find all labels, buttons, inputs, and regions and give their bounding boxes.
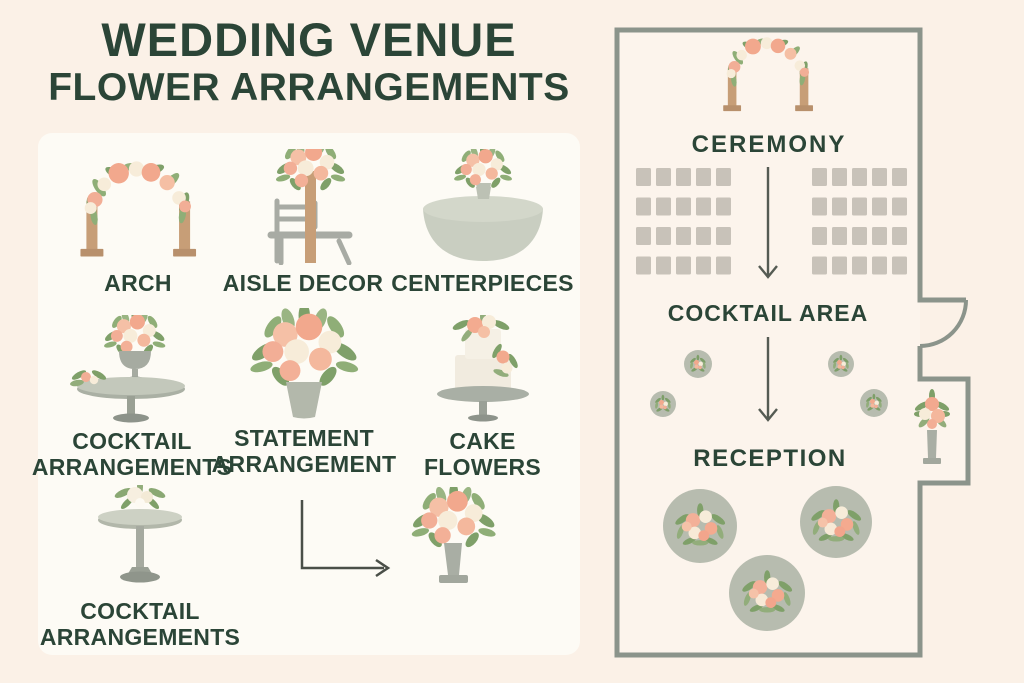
ceremony-seat xyxy=(716,197,731,216)
ceremony-seat xyxy=(832,227,847,245)
ceremony-seat xyxy=(852,197,867,216)
reception-table xyxy=(663,489,737,563)
legend-item-label: COCKTAIL ARRANGEMENTS xyxy=(39,598,241,650)
flow-arrow-ceremony-to-cocktail-icon xyxy=(758,167,778,279)
ceremony-seat xyxy=(872,256,887,275)
legend-item-label: CENTERPIECES xyxy=(391,270,574,296)
ceremony-seat xyxy=(636,197,651,216)
statement-vase-icon xyxy=(249,308,360,419)
arrangement-panel: ARCH AISLE DECOR CENTERPIECES xyxy=(32,133,580,655)
alcove-floor xyxy=(920,381,966,481)
ceremony-seat xyxy=(696,227,711,245)
ceremony-seat xyxy=(676,227,691,245)
ceremony-seat xyxy=(852,168,867,186)
legend-item-label: STATEMENT ARRANGEMENT xyxy=(211,425,397,477)
page-title-line2: FLOWER ARRANGEMENTS xyxy=(48,65,570,109)
ceremony-seat xyxy=(716,256,731,275)
wedding-arch-icon xyxy=(80,161,197,257)
legend-item-cake-flowers: CAKE FLOWERS xyxy=(390,315,575,481)
venue-wall xyxy=(614,27,971,658)
legend-flow-arrow-icon xyxy=(300,500,391,578)
legend-item-label: AISLE DECOR xyxy=(222,270,384,296)
cake-top-flowers xyxy=(452,315,509,342)
venue-floor-plan: CEREMONY COCKTAIL AREA RECEPTION xyxy=(614,27,971,658)
ceremony-seat xyxy=(812,197,827,216)
ceremony-seat xyxy=(852,227,867,245)
ceremony-seat xyxy=(832,168,847,186)
ceremony-seat xyxy=(676,256,691,275)
ceremony-seat-block-left xyxy=(636,168,731,275)
legend-item-label: COCKTAIL ARRANGEMENTS xyxy=(31,428,233,480)
reception-tables xyxy=(663,486,872,631)
reception-table xyxy=(800,486,872,558)
page-title: WEDDING VENUE FLOWER ARRANGEMENTS xyxy=(0,13,618,109)
ceremony-seat xyxy=(656,168,671,186)
ceremony-seat xyxy=(872,197,887,216)
ceremony-seat xyxy=(656,227,671,245)
ceremony-seat xyxy=(636,256,651,275)
ceremony-seat xyxy=(892,227,907,245)
ceremony-seat xyxy=(636,227,651,245)
ceremony-seat xyxy=(812,256,827,275)
reception-table xyxy=(729,555,805,631)
ceremony-seat xyxy=(696,197,711,216)
page-title-line1: WEDDING VENUE xyxy=(101,13,517,66)
cake-side-flowers xyxy=(491,343,518,377)
ceremony-seat xyxy=(676,197,691,216)
legend-item-aisle-decor: AISLE DECOR xyxy=(222,149,384,297)
legend-item-cocktail-arrangements: COCKTAIL ARRANGEMENTS xyxy=(32,315,232,481)
table-edge-spray xyxy=(69,370,106,387)
ceremony-seat xyxy=(636,168,651,186)
ceremony-seat xyxy=(852,256,867,275)
cocktail-area-label: COCKTAIL AREA xyxy=(668,300,868,326)
ceremony-seat xyxy=(872,168,887,186)
ceremony-seat xyxy=(892,256,907,275)
aisle-chair-icon xyxy=(267,149,353,265)
ceremony-label: CEREMONY xyxy=(692,131,847,158)
door-swing-icon xyxy=(919,299,968,348)
ceremony-seat xyxy=(832,197,847,216)
alcove-arrangement-icon xyxy=(914,389,950,464)
ceremony-seat xyxy=(892,197,907,216)
compote-table-icon xyxy=(69,315,185,423)
ceremony-seat xyxy=(832,256,847,275)
ceremony-seat xyxy=(812,227,827,245)
ceremony-seat xyxy=(892,168,907,186)
cocktail-tables xyxy=(650,350,888,417)
ceremony-seat xyxy=(656,256,671,275)
legend-item-cocktail-arrangements-small: COCKTAIL ARRANGEMENTS xyxy=(40,485,240,651)
flow-arrow-cocktail-to-reception-icon xyxy=(758,337,778,422)
cocktail-table-icon xyxy=(98,485,182,583)
table-spray xyxy=(114,485,166,510)
ceremony-seat xyxy=(656,197,671,216)
legend-item-label: ARCH xyxy=(104,270,172,296)
table-centerpiece-icon xyxy=(422,149,543,261)
ceremony-seat xyxy=(812,168,827,186)
legend-item-arch: ARCH xyxy=(52,149,224,297)
cake-icon xyxy=(436,315,529,422)
reception-label: RECEPTION xyxy=(693,445,847,472)
ceremony-seat xyxy=(696,168,711,186)
ceremony-seat xyxy=(716,168,731,186)
ceremony-seat xyxy=(716,227,731,245)
legend-item-centerpieces: CENTERPIECES xyxy=(390,149,575,297)
ceremony-seat xyxy=(872,227,887,245)
ceremony-seat-block-right xyxy=(812,168,907,275)
legend-item-label: CAKE FLOWERS xyxy=(423,428,542,480)
legend-item-statement-arrangement: STATEMENT ARRANGEMENT xyxy=(212,308,396,478)
ceremony-seat xyxy=(676,168,691,186)
ceremony-seat xyxy=(696,256,711,275)
pedestal-vase-icon xyxy=(410,487,497,583)
